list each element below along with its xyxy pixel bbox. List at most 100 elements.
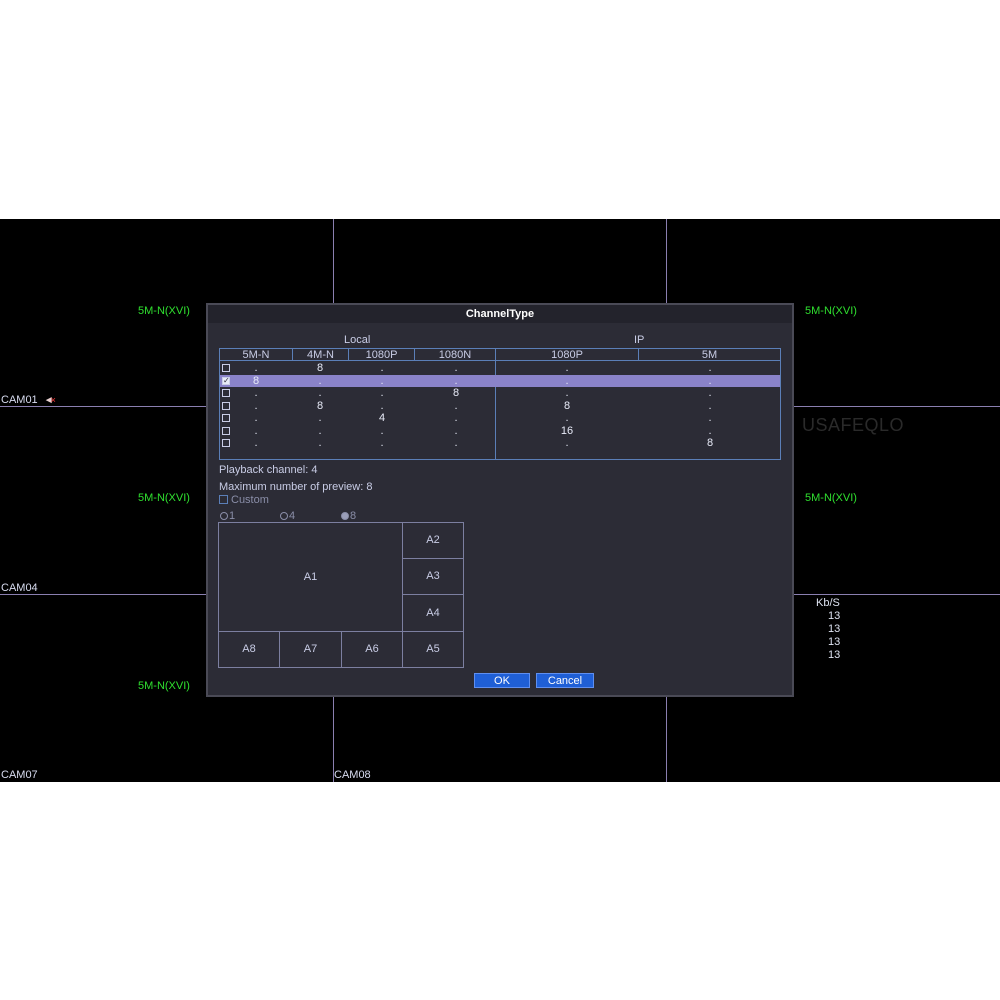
column-header: 1080P xyxy=(496,349,639,361)
table-cell: . xyxy=(565,362,569,374)
bitrate-panel: Kb/S 13 13 13 13 xyxy=(816,597,840,662)
table-cell: . xyxy=(708,424,712,437)
table-row[interactable]: .. 4... xyxy=(220,412,780,424)
table-cell: . xyxy=(708,387,712,399)
camera-name: CAM01 xyxy=(1,394,38,406)
table-cell: 16 xyxy=(560,424,574,437)
column-header: 4M-N xyxy=(293,349,349,361)
ok-button[interactable]: OK xyxy=(474,673,530,688)
group-ip-label: IP xyxy=(634,334,645,346)
camera-type-label: 5M-N(XVI) xyxy=(805,492,857,504)
radio-icon xyxy=(280,512,288,520)
table-cell: . xyxy=(454,362,458,374)
table-row[interactable]: .8..8. xyxy=(220,400,780,412)
table-cell: . xyxy=(254,424,258,437)
bitrate-header: Kb/S xyxy=(816,597,840,609)
table-row[interactable]: ...8.. xyxy=(220,387,780,399)
table-cell: . xyxy=(708,412,712,424)
table-cell: . xyxy=(318,387,322,399)
table-cell: . xyxy=(565,412,569,424)
layout-tile-a2[interactable]: A2 xyxy=(402,522,464,559)
table-cell: . xyxy=(454,424,458,437)
table-cell: 8 xyxy=(316,399,324,412)
custom-checkbox[interactable] xyxy=(219,495,228,504)
table-cell: . xyxy=(708,374,712,387)
table-cell: 8 xyxy=(316,362,324,374)
table-cell: . xyxy=(380,362,384,374)
table-cell: . xyxy=(254,437,258,449)
preview-option-4[interactable]: 4 xyxy=(280,510,295,522)
row-checkbox[interactable] xyxy=(222,389,230,397)
camera-type-label: 5M-N(XVI) xyxy=(805,305,857,317)
custom-label: Custom xyxy=(231,494,269,506)
column-header: 1080N xyxy=(415,349,496,361)
layout-tile-a7[interactable]: A7 xyxy=(279,631,342,668)
group-local-label: Local xyxy=(344,334,371,346)
table-cell: . xyxy=(454,374,458,387)
table-cell: . xyxy=(380,437,384,449)
camera-type-label: 5M-N(XVI) xyxy=(138,492,190,504)
table-cell: . xyxy=(318,437,322,449)
layout-tile-a1[interactable]: A1 xyxy=(218,522,403,632)
table-row[interactable]: . 8.... xyxy=(220,362,780,374)
table-cell: . xyxy=(708,362,712,374)
cancel-button[interactable]: Cancel xyxy=(536,673,594,688)
table-row[interactable]: ..... 8 xyxy=(220,437,780,449)
table-cell: . xyxy=(454,399,458,412)
preview-option-1[interactable]: 1 xyxy=(220,510,235,522)
layout-tile-a5[interactable]: A5 xyxy=(402,631,464,668)
max-preview-text: Maximum number of preview: 8 xyxy=(219,481,373,493)
local-ip-divider xyxy=(495,349,496,459)
column-header: 5M xyxy=(639,349,780,361)
table-cell: . xyxy=(254,412,258,424)
row-checkbox[interactable] xyxy=(222,401,230,410)
custom-option[interactable]: Custom xyxy=(219,494,269,506)
row-checkbox-checked[interactable]: ✓ xyxy=(222,375,230,385)
table-cell: . xyxy=(454,412,458,424)
table-row[interactable]: ✓8..... xyxy=(220,374,780,387)
layout-tile-a8[interactable]: A8 xyxy=(218,631,280,668)
speaker-muted-icon: ◄× xyxy=(43,395,56,406)
table-cell: 8 xyxy=(452,387,460,399)
table-cell: . xyxy=(318,412,322,424)
layout-tile-a6[interactable]: A6 xyxy=(341,631,403,668)
column-header: 5M-N xyxy=(220,349,293,361)
table-cell: . xyxy=(380,399,384,412)
table-row[interactable]: .... 16. xyxy=(220,425,780,437)
bitrate-value: 13 xyxy=(828,610,841,622)
playback-channel-text: Playback channel: 4 xyxy=(219,464,318,476)
dialog-title: ChannelType xyxy=(208,305,792,323)
table-cell: . xyxy=(565,374,569,387)
table-cell: . xyxy=(380,387,384,399)
row-checkbox[interactable] xyxy=(222,414,230,422)
channel-type-table: 5M-N 4M-N 1080P 1080N 1080P 5M .8....✓8.… xyxy=(219,348,781,460)
table-cell: . xyxy=(318,374,322,387)
camera-label-cam08[interactable]: CAM08 xyxy=(334,769,371,781)
row-checkbox[interactable] xyxy=(222,439,230,447)
table-cell: 8 xyxy=(252,374,260,387)
column-header: 1080P xyxy=(349,349,415,361)
layout-tile-a4[interactable]: A4 xyxy=(402,594,464,632)
radio-icon xyxy=(220,512,228,520)
preview-option-8[interactable]: 8 xyxy=(341,510,356,522)
row-checkbox[interactable] xyxy=(222,426,230,435)
camera-type-label: 5M-N(XVI) xyxy=(138,680,190,692)
camera-label-cam07[interactable]: CAM07 xyxy=(1,769,38,781)
layout-tile-a3[interactable]: A3 xyxy=(402,558,464,595)
table-cell: 8 xyxy=(563,399,571,412)
radio-label: 4 xyxy=(289,510,296,522)
table-cell: . xyxy=(565,437,569,449)
bitrate-value: 13 xyxy=(828,636,841,648)
bitrate-value: 13 xyxy=(828,623,841,635)
table-cell: 8 xyxy=(706,437,714,449)
camera-label-cam04[interactable]: CAM04 xyxy=(1,582,38,594)
table-cell: . xyxy=(380,424,384,437)
table-cell: . xyxy=(454,437,458,449)
table-cell: 4 xyxy=(378,412,386,424)
table-cell: . xyxy=(254,362,258,374)
camera-label-cam01[interactable]: CAM01 ◄× xyxy=(1,394,56,406)
table-cell: . xyxy=(254,387,258,399)
camera-type-label: 5M-N(XVI) xyxy=(138,305,190,317)
row-checkbox[interactable] xyxy=(222,364,230,372)
table-cell: . xyxy=(318,424,322,437)
